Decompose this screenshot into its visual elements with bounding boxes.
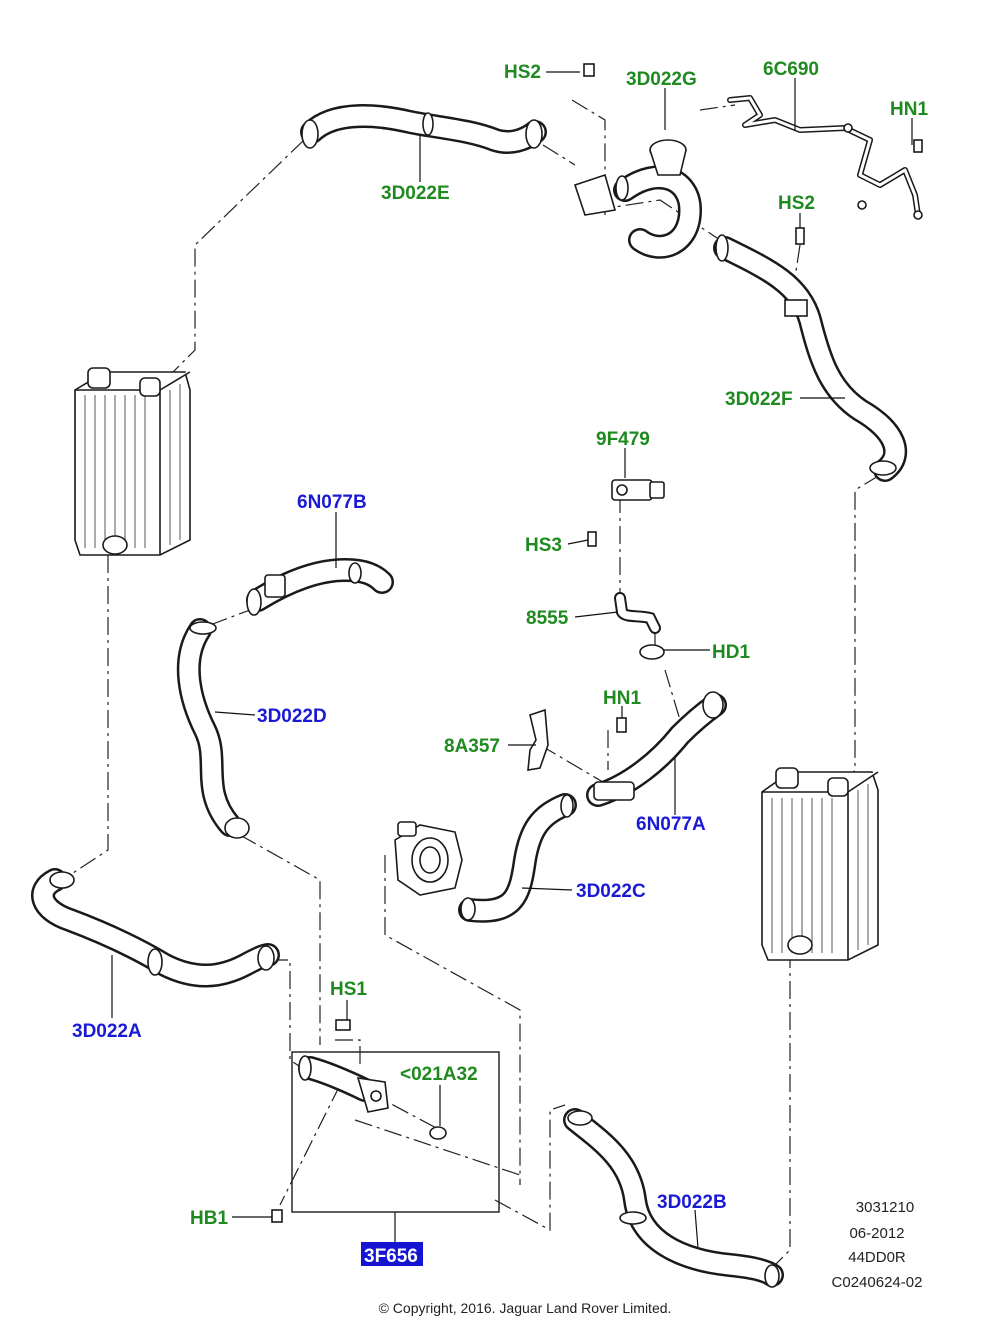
wiring-6c690 [727,95,923,220]
info-line-3: 44DD0R [848,1249,906,1266]
pipe-8555 [614,592,661,634]
label-hs3[interactable]: HS3 [525,535,562,556]
hose-3d022d [176,618,250,839]
right-intercooler [761,767,879,961]
label-hn1-mid[interactable]: HN1 [603,688,641,709]
label-3f656[interactable]: 3F656 [364,1246,418,1267]
info-line-1: 3031210 [856,1199,914,1216]
label-3d022e[interactable]: 3D022E [381,183,450,204]
label-6n077b[interactable]: 6N077B [297,492,367,513]
label-8555[interactable]: 8555 [526,608,569,629]
label-3d022a[interactable]: 3D022A [72,1021,142,1042]
bracket-8a357 [527,708,549,771]
hose-3d022a [31,868,280,988]
label-3d022b[interactable]: 3D022B [657,1192,727,1213]
label-3d022d[interactable]: 3D022D [257,706,327,727]
label-hb1[interactable]: HB1 [190,1208,228,1229]
label-6c690[interactable]: 6C690 [763,59,819,80]
clip-hd1 [639,644,665,660]
label-hd1[interactable]: HD1 [712,642,750,663]
part-labels: HS2 3D022G 6C690 HN1 HS2 3D022E 3D022F 9… [72,59,928,1267]
fasteners [271,63,923,1223]
info-line-4: C0240624-02 [832,1274,923,1291]
label-hs1[interactable]: HS1 [330,979,367,1000]
hose-3d022b [563,1108,784,1288]
label-3d022f[interactable]: 3D022F [725,389,793,410]
hose-3d022g [573,139,702,259]
label-9f479[interactable]: 9F479 [596,429,650,450]
info-line-2: 06-2012 [849,1225,904,1242]
label-hn1-top[interactable]: HN1 [890,99,928,120]
hose-3d022f [713,234,908,482]
leader-lines [111,71,913,1249]
info-block: 3031210 06-2012 44DD0R C0240624-02 [832,1199,923,1291]
hose-3d022c [458,793,577,923]
hose-3d022e [300,104,547,154]
hose-6n077a [586,691,727,807]
intake-duct-3f656 [291,1051,500,1213]
sensor-9f479 [611,479,665,501]
label-3d022g[interactable]: 3D022G [626,69,697,90]
label-hs2-top[interactable]: HS2 [504,62,541,83]
label-hs2-right[interactable]: HS2 [778,193,815,214]
label-3f656-highlight [361,1242,423,1266]
left-intercooler [74,367,191,556]
hose-6n077b [246,558,394,616]
label-021a32[interactable]: <021A32 [400,1064,478,1085]
copyright-notice: © Copyright, 2016. Jaguar Land Rover Lim… [379,1300,672,1316]
label-8a357[interactable]: 8A357 [444,736,500,757]
label-6n077a[interactable]: 6N077A [636,814,706,835]
throttle-body [394,821,463,896]
label-3d022c[interactable]: 3D022C [576,881,646,902]
